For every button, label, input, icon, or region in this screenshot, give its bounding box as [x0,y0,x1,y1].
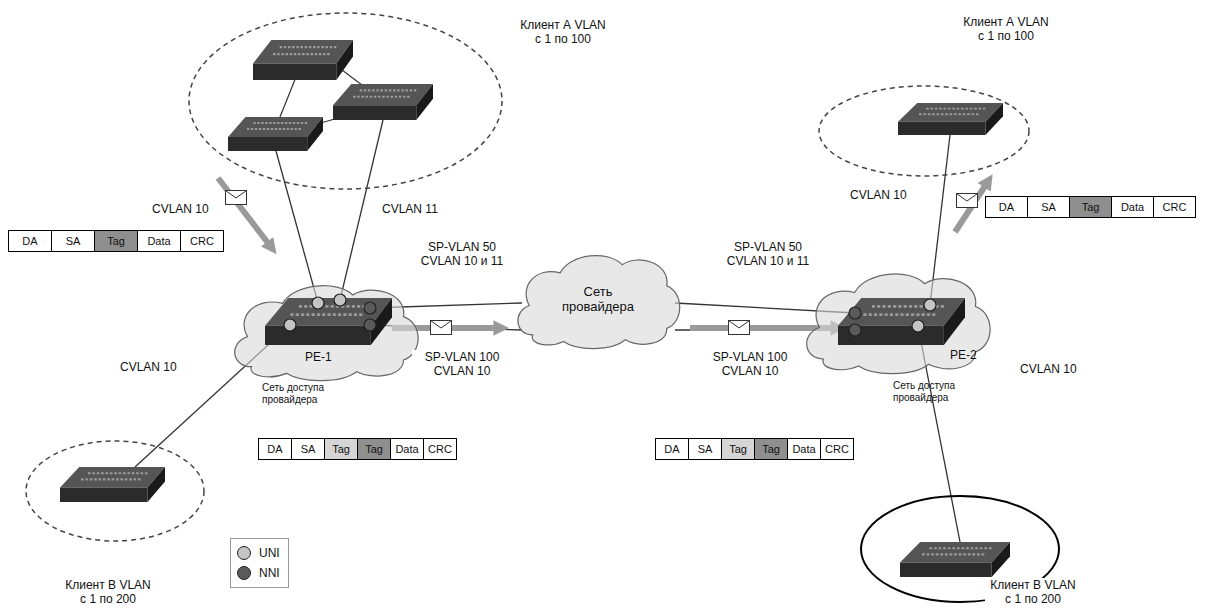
flow-arrow [690,325,832,331]
network-cloud: Сеть провайдера [512,250,684,348]
group-ellipse [26,441,204,541]
cloud-shape [235,286,418,381]
node-heading: Клиент В VLAN с 1 по 200 [60,578,156,606]
legend-box: UNI NNI [230,538,289,588]
frame-envelope [226,191,247,205]
frame-field: SA [51,230,95,252]
edge-label: SP-VLAN 100 CVLAN 10 [412,350,512,378]
cloud-shape [807,274,990,374]
cloud-group [807,274,990,374]
node-heading: Клиент А VLAN с 1 по 100 [515,18,611,46]
frame-envelope [729,321,750,335]
cloud-shape [518,256,680,349]
nni-port [364,319,376,331]
frame-field: CRC [180,230,224,252]
edge-label: CVLAN 10 [848,188,909,202]
legend-swatch [237,546,251,560]
frame-field: SA [688,438,722,460]
switch-icon [265,298,392,345]
edge-label: SP-VLAN 50 CVLAN 10 и 11 [718,240,818,268]
edge-label: CVLAN 10 [1018,362,1079,376]
node-heading: Клиент В VLAN с 1 по 200 [985,578,1081,606]
node-outline [818,85,1030,177]
flow-arrow [955,186,985,232]
group-ellipse [819,86,1029,176]
frame-field: CRC [820,438,854,460]
node-heading: PE-1 [305,350,332,364]
node-outline [228,280,423,380]
frame-envelope [957,194,978,208]
network-cloud: PE-2Сеть доступа провайдера [800,268,995,373]
client-group: Клиент В VLAN с 1 по 200 [25,440,205,542]
group-ellipse [189,13,502,189]
network-cloud: PE-1Сеть доступа провайдера [228,280,423,380]
frame-field: Data [390,438,424,460]
frame-field: Tag [754,438,788,460]
frame-format: DASATagDataCRC [8,230,224,252]
frame-format: DASATagTagDataCRC [258,438,457,460]
client-group: Клиент В VLAN с 1 по 200 [860,495,1060,603]
legend-row: UNI [237,543,280,563]
link-line [340,120,383,300]
frame-field: CRC [423,438,457,460]
cloud-group [235,286,418,381]
nni-port [849,307,861,319]
legend-text: UNI [259,546,280,560]
node-outline [188,12,503,190]
node-heading: Сеть провайдера [553,284,643,314]
node-caption: Сеть доступа провайдера [893,380,971,404]
frame-format: DASATagTagDataCRC [655,438,854,460]
uni-port [912,320,924,332]
frame-field: SA [291,438,325,460]
uni-port [334,294,346,306]
switch-icon [838,298,965,345]
frame-field: DA [655,438,689,460]
frame-envelope [431,321,452,335]
legend-swatch [237,566,251,580]
cloud-group [518,256,680,349]
node-caption: Сеть доступа провайдера [262,382,340,406]
flow-arrow [218,178,268,243]
frame-field: CRC [1153,196,1196,218]
switch-icon [228,117,323,151]
uni-port [312,297,324,309]
frame-field: Tag [1069,196,1112,218]
client-group: Клиент А VLAN с 1 по 100 [188,12,503,190]
nni-port [364,302,376,314]
edge-label: CVLAN 11 [380,202,440,216]
client-group: Клиент А VLAN с 1 по 100 [818,85,1030,177]
frame-field: Tag [94,230,138,252]
edge-label: SP-VLAN 100 CVLAN 10 [700,350,800,378]
uni-port [924,299,936,311]
nni-port [849,324,861,336]
link-line [276,151,318,303]
edge-label: CVLAN 10 [118,360,179,374]
switch-icon [253,40,353,80]
uni-port [284,319,296,331]
frame-field: Data [137,230,181,252]
frame-field: Data [787,438,821,460]
node-outline [25,440,205,542]
legend-text: NNI [259,566,280,580]
edge-label: CVLAN 10 [150,202,211,216]
frame-format: DASATagDataCRC [985,196,1196,218]
legend-row: NNI [237,563,280,583]
edge-label: SP-VLAN 50 CVLAN 10 и 11 [412,240,512,268]
frame-field: Tag [357,438,391,460]
switch-icon [898,103,1003,135]
frame-field: Tag [721,438,755,460]
frame-field: SA [1027,196,1070,218]
frame-field: DA [258,438,292,460]
frame-field: Tag [324,438,358,460]
node-heading: Клиент А VLAN с 1 по 100 [958,15,1054,43]
frame-field: DA [8,230,52,252]
switch-icon [60,467,165,502]
switch-icon [333,84,433,120]
switch-icon [900,542,1010,577]
node-heading: PE-2 [950,348,977,362]
frame-field: DA [985,196,1028,218]
frame-field: Data [1111,196,1154,218]
